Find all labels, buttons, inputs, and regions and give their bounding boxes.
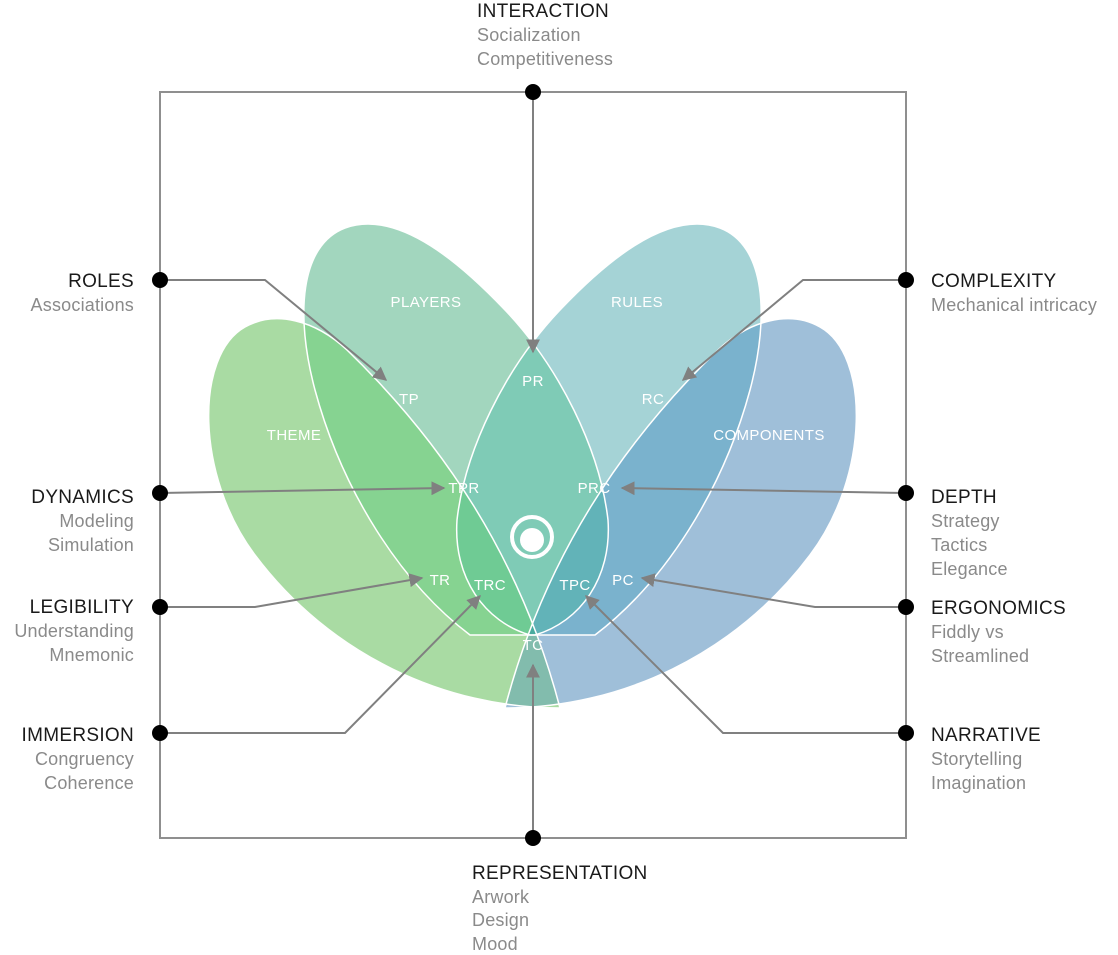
- legibility-annotation: LEGIBILITY Understanding Mnemonic: [14, 597, 134, 665]
- depth-annotation: DEPTH Strategy Tactics Elegance: [931, 487, 1008, 579]
- immersion-annotation: IMMERSION Congruency Coherence: [22, 725, 134, 793]
- narrative-line: Imagination: [931, 773, 1026, 793]
- ergonomics-line: Fiddly vs: [931, 622, 1004, 642]
- legibility-dot: [152, 599, 168, 615]
- legibility-line: Understanding: [14, 621, 134, 641]
- zone-tp-label: TP: [399, 391, 419, 408]
- center-logo-icon: [510, 515, 554, 559]
- narrative-dot: [898, 725, 914, 741]
- legibility-line: Mnemonic: [49, 645, 134, 665]
- representation-line: Arwork: [472, 887, 530, 907]
- zone-rc-label: RC: [642, 391, 664, 408]
- ergonomics-line: Streamlined: [931, 646, 1029, 666]
- dynamics-connector: [159, 481, 446, 496]
- ergonomics-title: ERGONOMICS: [931, 598, 1066, 619]
- ergonomics-connector: [640, 573, 906, 608]
- zone-tpc-label: TPC: [559, 577, 590, 594]
- interaction-annotation: INTERACTION Socialization Competitivenes…: [477, 1, 613, 69]
- representation-title: REPRESENTATION: [472, 863, 648, 884]
- connector-dots: [152, 84, 914, 846]
- immersion-line: Congruency: [35, 749, 134, 769]
- complexity-connector: [681, 279, 906, 381]
- depth-line: Elegance: [931, 559, 1008, 579]
- zone-pr-label: PR: [522, 373, 544, 390]
- zone-trc-label: TRC: [474, 577, 506, 594]
- depth-line: Tactics: [931, 535, 987, 555]
- depth-dot: [898, 485, 914, 501]
- roles-line: Associations: [31, 295, 134, 315]
- zone-tr-label: TR: [430, 572, 451, 589]
- interaction-line: Competitiveness: [477, 49, 613, 69]
- roles-title: ROLES: [68, 271, 134, 292]
- complexity-dot: [898, 272, 914, 288]
- interaction-title: INTERACTION: [477, 1, 609, 22]
- narrative-connector: [585, 595, 906, 734]
- zone-tpr-label: TPR: [448, 480, 479, 497]
- dynamics-dot: [152, 485, 168, 501]
- legibility-connector: [160, 573, 424, 608]
- complexity-line: Mechanical intricacy: [931, 295, 1097, 315]
- players-label: PLAYERS: [391, 294, 462, 311]
- narrative-title: NARRATIVE: [931, 725, 1041, 746]
- interaction-dot: [525, 84, 541, 100]
- ergonomics-dot: [898, 599, 914, 615]
- dynamics-line: Simulation: [48, 535, 134, 555]
- immersion-title: IMMERSION: [22, 725, 134, 746]
- roles-connector: [160, 279, 388, 381]
- representation-annotation: REPRESENTATION Arwork Design Mood: [472, 863, 648, 954]
- legibility-title: LEGIBILITY: [30, 597, 134, 618]
- immersion-line: Coherence: [44, 773, 134, 793]
- theme-label: THEME: [267, 427, 322, 444]
- rules-label: RULES: [611, 294, 663, 311]
- complexity-annotation: COMPLEXITY Mechanical intricacy: [931, 271, 1097, 315]
- interaction-line: Socialization: [477, 25, 581, 45]
- components-label: COMPONENTS: [713, 427, 825, 444]
- zone-pc-label: PC: [612, 572, 634, 589]
- representation-line: Mood: [472, 934, 518, 954]
- immersion-dot: [152, 725, 168, 741]
- dynamics-line: Modeling: [59, 511, 134, 531]
- roles-annotation: ROLES Associations: [31, 271, 134, 315]
- representation-dot: [525, 830, 541, 846]
- ergonomics-annotation: ERGONOMICS Fiddly vs Streamlined: [931, 598, 1066, 666]
- representation-line: Design: [472, 910, 529, 930]
- zone-prc-label: PRC: [578, 480, 611, 497]
- depth-connector: [620, 481, 907, 496]
- dynamics-annotation: DYNAMICS Modeling Simulation: [31, 487, 134, 555]
- depth-line: Strategy: [931, 511, 1000, 531]
- roles-dot: [152, 272, 168, 288]
- complexity-title: COMPLEXITY: [931, 271, 1056, 292]
- narrative-annotation: NARRATIVE Storytelling Imagination: [931, 725, 1041, 793]
- depth-title: DEPTH: [931, 487, 997, 508]
- narrative-line: Storytelling: [931, 749, 1022, 769]
- dynamics-title: DYNAMICS: [31, 487, 134, 508]
- connectors: [159, 92, 907, 838]
- zone-tc-label: TC: [523, 637, 544, 654]
- immersion-connector: [160, 595, 481, 734]
